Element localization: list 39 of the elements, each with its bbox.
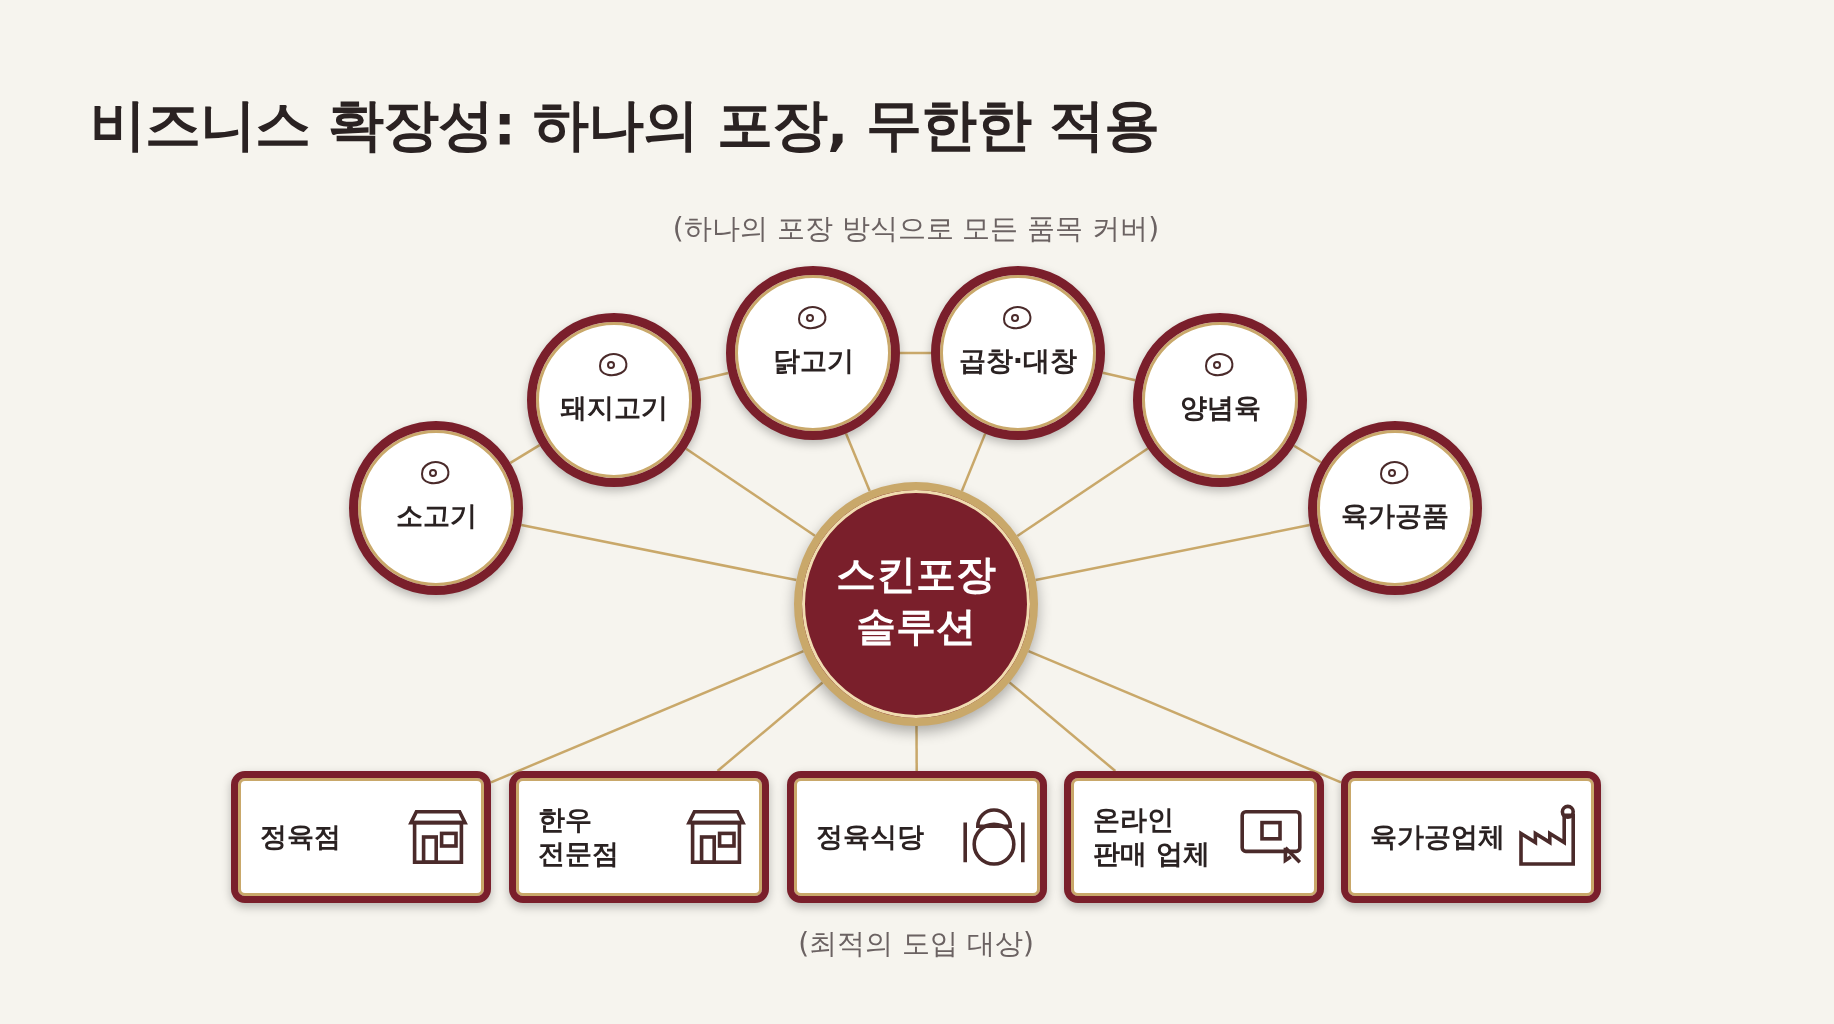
category-circle [1133, 313, 1307, 487]
node-label: 한우 전문점 [538, 803, 620, 871]
connector-line [900, 351, 931, 355]
node-label: 곱창·대창 [957, 345, 1079, 377]
target-box [231, 771, 491, 903]
node-label: 닭고기 [771, 345, 855, 377]
note-text: (최적의 도입 대상) [798, 926, 1034, 962]
node-label: 소고기 [394, 500, 478, 532]
slide-title: 비즈니스 확장성: 하나의 포장, 무한한 적용 [90, 91, 1160, 159]
node-label: 육가공업체 [1370, 820, 1506, 854]
connector-line [1102, 371, 1136, 382]
category-circle [527, 313, 701, 487]
connector-line [716, 681, 824, 772]
connector-line [490, 650, 804, 784]
target-box [509, 771, 769, 903]
node-label: 온라인 판매 업체 [1093, 803, 1212, 871]
connector-line [1016, 447, 1149, 538]
connector-line [1293, 444, 1322, 464]
connector-line [960, 433, 987, 492]
node-label: 정육점 [260, 820, 342, 854]
node-label: 양념육 [1178, 392, 1262, 424]
connector-line [844, 433, 871, 492]
node-label: 정육식당 [816, 820, 925, 854]
note-text: (하나의 포장 방식으로 모든 품목 커버) [672, 211, 1160, 247]
connector-line [1008, 681, 1117, 772]
target-box [1341, 771, 1601, 903]
connector-line [698, 371, 729, 382]
node-label: 돼지고기 [559, 392, 669, 424]
connector-line [509, 444, 541, 464]
connector-line [1028, 650, 1342, 784]
connector-line [521, 523, 797, 582]
target-box [787, 771, 1047, 903]
node-label: 스킨포장 솔루션 [835, 550, 997, 651]
hub-circle [794, 482, 1038, 726]
node-label: 육가공품 [1340, 500, 1450, 532]
connector-line [915, 726, 918, 771]
connector-line [1035, 523, 1310, 582]
target-box [1064, 771, 1324, 903]
connector-line [685, 447, 816, 537]
